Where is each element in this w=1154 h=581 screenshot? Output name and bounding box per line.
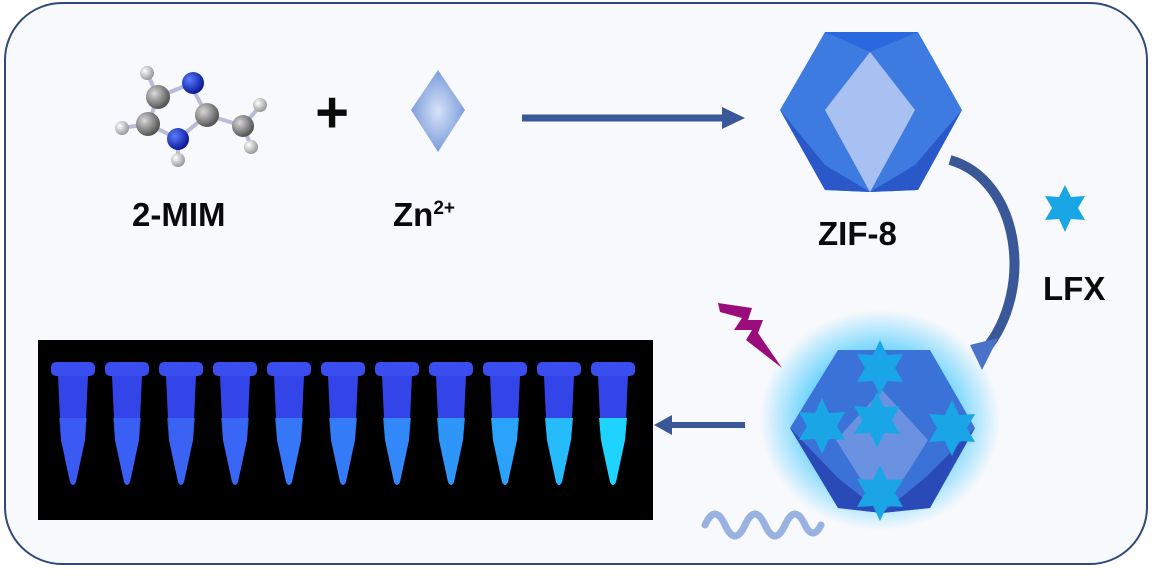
tube [321, 362, 365, 485]
lfx-loaded-zif-8-glowing-icon [760, 310, 1000, 530]
tube-cap [591, 362, 635, 376]
tube-cap [483, 362, 527, 376]
tube-cap [105, 362, 149, 376]
tube-liquid-fluorescence [59, 418, 87, 485]
fluorescence-tubes-photo [38, 340, 653, 520]
label-zn-base: Zn [393, 196, 434, 233]
tubes-svg [51, 362, 635, 485]
label-2-mim: 2-MIM [132, 196, 226, 233]
tube-liquid-fluorescence [329, 418, 357, 485]
zn-ion-icon [411, 70, 465, 152]
tube-cap [429, 362, 473, 376]
tube [105, 362, 149, 485]
tube-cap [51, 362, 95, 376]
label-zn-charge: 2+ [433, 198, 455, 219]
tube [159, 362, 203, 485]
plus-sign: + [315, 80, 349, 145]
tube-liquid-fluorescence [383, 418, 411, 485]
tube-liquid-fluorescence [491, 418, 519, 485]
arrow-left-head [654, 415, 672, 435]
2-mim-molecule-icon [115, 66, 267, 167]
tube-liquid-fluorescence [275, 418, 303, 485]
tube-liquid-fluorescence [599, 418, 627, 485]
label-lfx: LFX [1043, 270, 1106, 307]
curved-arrow-loading [948, 155, 1020, 354]
tube [429, 362, 473, 485]
tube [213, 362, 257, 485]
tube-liquid-fluorescence [113, 418, 141, 485]
tube [267, 362, 311, 485]
tube [375, 362, 419, 485]
tube-liquid-fluorescence [221, 418, 249, 485]
tube [483, 362, 527, 485]
emission-wave-icon [701, 510, 825, 540]
tube [51, 362, 95, 485]
tube-cap [213, 362, 257, 376]
tube-cap [321, 362, 365, 376]
tube-liquid-fluorescence [437, 418, 465, 485]
zif-8-crystal-icon [780, 32, 962, 192]
tube-cap [267, 362, 311, 376]
tube-cap [375, 362, 419, 376]
tube-liquid-fluorescence [545, 418, 573, 485]
label-zif-8: ZIF-8 [818, 215, 897, 252]
tube [591, 362, 635, 485]
lightning-excitation-icon [718, 303, 782, 368]
curved-arrow-head [970, 338, 998, 370]
label-zn-ion: Zn2+ [393, 196, 455, 234]
tube-cap [537, 362, 581, 376]
lfx-molecule-star-icon [1045, 185, 1085, 232]
tube-body [58, 376, 88, 485]
tube [537, 362, 581, 485]
arrow-right-head [722, 107, 745, 129]
tube-liquid-fluorescence [167, 418, 195, 485]
tube-cap [159, 362, 203, 376]
